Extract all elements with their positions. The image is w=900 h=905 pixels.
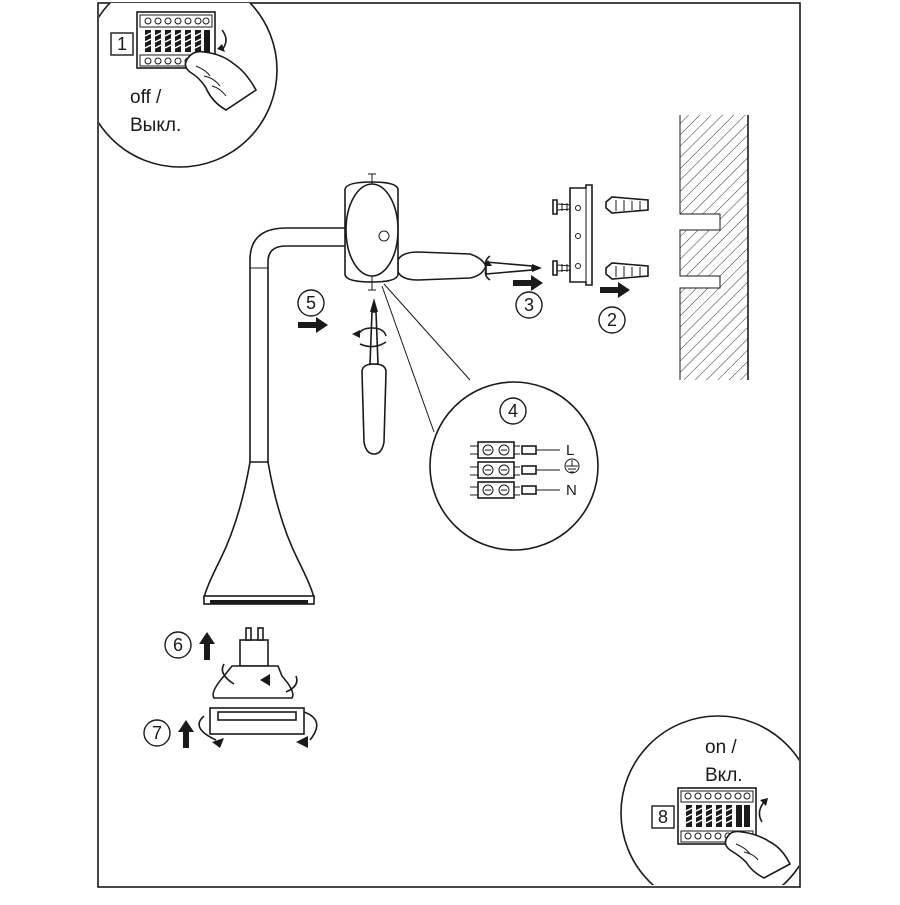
page-frame <box>97 2 801 888</box>
breaker-switch-icon <box>136 11 216 69</box>
wall-plug-icon <box>605 196 649 280</box>
screwdriver-icon <box>397 251 542 281</box>
caption-off-ru: Выкл. <box>130 115 181 136</box>
screwdriver-icon <box>352 298 387 455</box>
hand-icon <box>184 50 258 111</box>
mounting-bracket-icon <box>569 184 593 286</box>
wall <box>679 115 749 380</box>
terminal-block-icon <box>470 441 560 499</box>
wire-neutral-label: N <box>566 482 577 499</box>
step-5-number: 5 <box>306 293 316 313</box>
step-8-breaker-on-panel: on / Вкл. 8 <box>620 715 799 885</box>
caption-on-en: on / <box>705 737 737 758</box>
rotate-arrow-icon <box>758 801 765 823</box>
push-arrow-icon <box>600 282 630 298</box>
step-7-number: 7 <box>152 723 162 743</box>
earth-ground-icon <box>564 458 580 474</box>
step-6-number: 6 <box>173 635 183 655</box>
step-2-number: 2 <box>607 310 617 330</box>
wire-live-label: L <box>566 442 574 459</box>
step-8-number: 8 <box>658 807 668 827</box>
step-1-number: 1 <box>117 34 127 54</box>
hand-icon <box>724 830 792 879</box>
up-arrow-icon <box>178 720 194 748</box>
step-1-breaker-off-panel: 1 <box>99 3 278 168</box>
step-4-wiring-detail: 4 L N <box>381 283 599 551</box>
up-arrow-icon <box>199 632 215 660</box>
gu10-bulb-icon <box>212 627 298 699</box>
caption-on-ru: Вкл. <box>705 765 743 786</box>
step-3-number: 3 <box>524 295 534 315</box>
wall-lamp <box>203 173 399 605</box>
step-4-number: 4 <box>508 401 518 421</box>
caption-off-en: off / <box>130 87 162 108</box>
push-arrow-icon <box>298 317 328 333</box>
retaining-ring-icon <box>198 707 318 748</box>
